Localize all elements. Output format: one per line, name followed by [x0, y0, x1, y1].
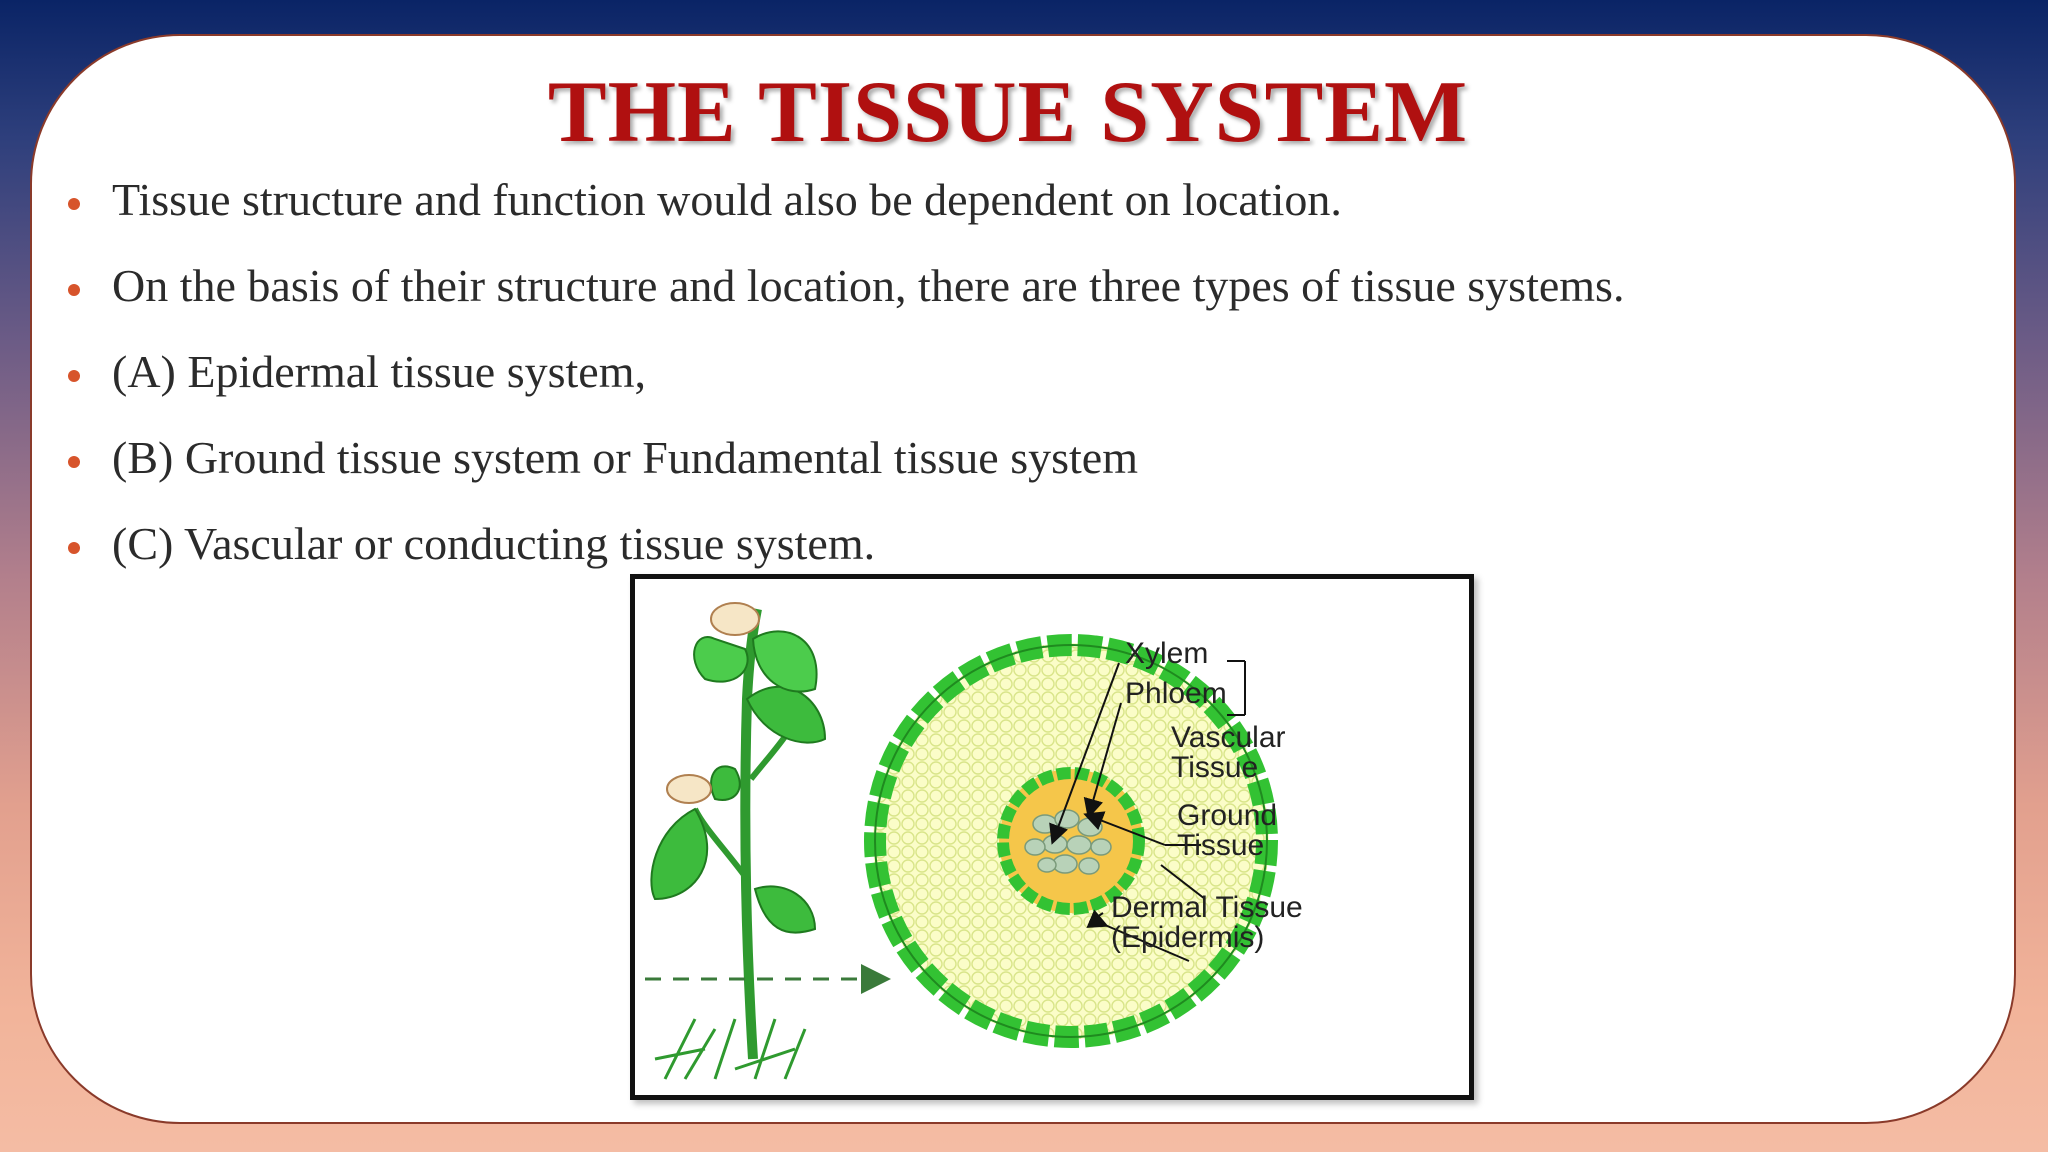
bullet-dot-icon — [68, 198, 80, 210]
label-vascular-1: Vascular — [1171, 721, 1286, 754]
label-xylem: Xylem — [1125, 637, 1208, 670]
bullet-text: On the basis of their structure and loca… — [112, 260, 1625, 311]
bullet-item: (A) Epidermal tissue system, — [64, 340, 1624, 426]
bullet-item: Tissue structure and function would also… — [64, 168, 1624, 254]
label-dermal-2: (Epidermis) — [1111, 921, 1264, 954]
label-dermal-1: Dermal Tissue — [1111, 891, 1303, 924]
bullet-item: On the basis of their structure and loca… — [64, 254, 1624, 340]
bullet-text: (A) Epidermal tissue system, — [112, 346, 647, 397]
tissue-diagram-svg: Xylem Phloem Vascular Tissue Ground Tiss… — [645, 602, 1303, 1080]
plant-illustration — [650, 602, 827, 1080]
bullet-list: Tissue structure and function would also… — [64, 168, 1624, 598]
tissue-diagram: Xylem Phloem Vascular Tissue Ground Tiss… — [630, 574, 1474, 1100]
bullet-dot-icon — [68, 370, 80, 382]
label-ground-1: Ground — [1177, 799, 1277, 832]
bullet-dot-icon — [68, 542, 80, 554]
bullet-text: Tissue structure and function would also… — [112, 174, 1342, 225]
bullet-item: (C) Vascular or conducting tissue system… — [64, 512, 1624, 598]
bullet-dot-icon — [68, 284, 80, 296]
label-vascular-2: Tissue — [1171, 751, 1258, 784]
label-ground-2: Tissue — [1177, 829, 1264, 862]
bullet-text: (C) Vascular or conducting tissue system… — [112, 518, 876, 569]
bullet-dot-icon — [68, 456, 80, 468]
ground-pointer — [1160, 864, 1206, 900]
label-phloem: Phloem — [1125, 677, 1227, 710]
slide-title: THE TISSUE SYSTEM — [547, 64, 1469, 161]
bullet-text: (B) Ground tissue system or Fundamental … — [112, 432, 1138, 483]
bullet-item: (B) Ground tissue system or Fundamental … — [64, 426, 1624, 512]
